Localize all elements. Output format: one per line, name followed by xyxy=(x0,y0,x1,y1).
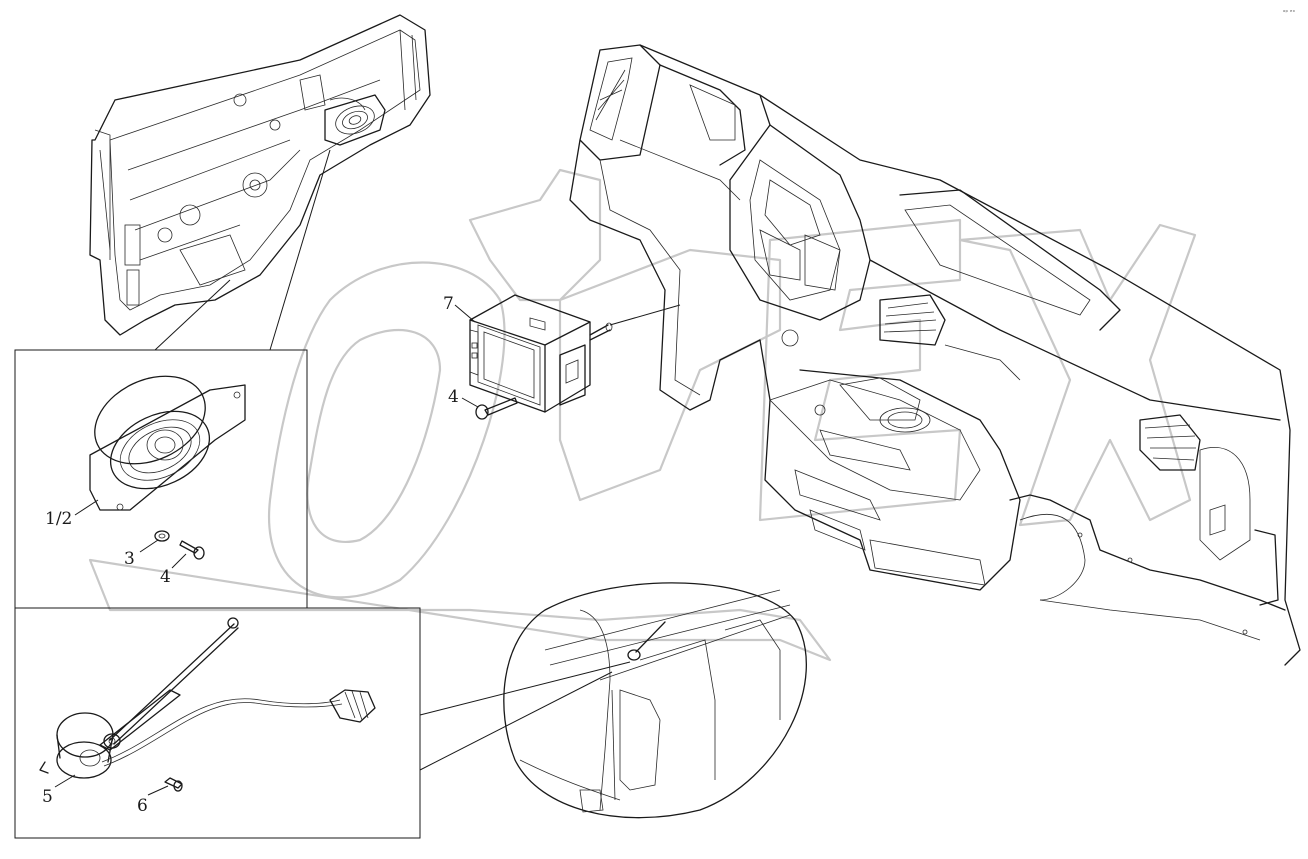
radio-screw xyxy=(484,397,518,416)
callout-1-2: 1/2 xyxy=(45,509,72,529)
antenna-detail-box: 5 6 xyxy=(14,607,631,839)
speaker-detail-box: 1/2 3 4 xyxy=(14,349,308,609)
corner-mark: ᵒᵖ ᵉˣ xyxy=(1283,9,1295,16)
roof-detail-oval xyxy=(503,582,807,819)
speaker-screw xyxy=(179,540,199,554)
callout-5: 5 xyxy=(42,787,53,807)
watermark xyxy=(88,168,1197,662)
callout-3: 3 xyxy=(124,549,135,569)
dashboard-assembly xyxy=(569,44,1301,666)
callout-4-radio: 4 xyxy=(448,387,459,407)
radio-head-unit: 7 4 xyxy=(443,294,681,420)
leader-door-speaker-2 xyxy=(154,279,231,351)
door-speaker xyxy=(324,94,386,146)
callout-4: 4 xyxy=(160,567,171,587)
door-panel-assembly xyxy=(89,14,431,336)
callout-7: 7 xyxy=(443,294,454,314)
leader-door-speaker xyxy=(269,149,331,351)
callout-6: 6 xyxy=(137,796,148,816)
washer xyxy=(154,530,170,542)
